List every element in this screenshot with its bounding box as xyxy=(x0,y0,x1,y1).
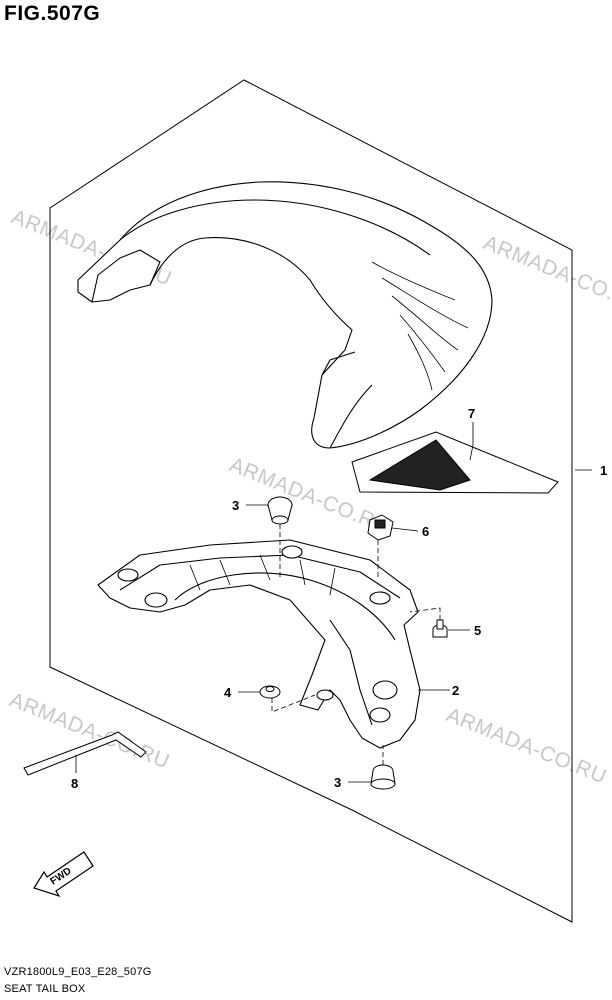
leader-7 xyxy=(469,422,474,461)
hex-wrench xyxy=(23,731,147,776)
grommet-lower xyxy=(370,764,396,790)
figure-title: FIG.507G xyxy=(4,2,101,25)
callout-labels: 1 2 3 3 4 5 6 7 8 xyxy=(71,406,607,791)
fwd-arrow: FWD xyxy=(33,851,94,898)
callout-4: 4 xyxy=(224,685,232,700)
clip-nut xyxy=(367,514,394,541)
callout-3-upper: 3 xyxy=(232,498,239,513)
bolt xyxy=(432,619,448,638)
watermark-4: ARMADA-CO.RU xyxy=(6,688,173,773)
callout-7: 7 xyxy=(468,406,475,421)
watermark-5: ARMADA-CO.RU xyxy=(443,703,610,788)
callout-2: 2 xyxy=(452,683,459,698)
callout-5: 5 xyxy=(474,623,481,638)
watermark-2: ARMADA-CO.RU xyxy=(480,231,612,316)
leader-lines xyxy=(75,422,592,783)
figure-name: SEAT TAIL BOX xyxy=(4,983,86,995)
callout-1: 1 xyxy=(600,463,607,478)
assembly-boundary xyxy=(49,79,573,923)
figure-code: VZR1800L9_E03_E28_507G xyxy=(4,966,152,978)
grommet-upper xyxy=(267,496,293,525)
fwd-arrow-shape xyxy=(33,851,94,898)
leader-6 xyxy=(391,527,419,532)
seat-tail-cover xyxy=(77,181,493,449)
seat-bracket xyxy=(97,539,421,749)
callout-3-lower: 3 xyxy=(334,775,341,790)
callout-8: 8 xyxy=(71,776,78,791)
cushion-guide xyxy=(271,694,316,713)
callout-6: 6 xyxy=(422,524,429,539)
bolt-guide xyxy=(409,607,441,620)
cushion xyxy=(259,685,281,699)
tail-emblem xyxy=(351,431,559,494)
